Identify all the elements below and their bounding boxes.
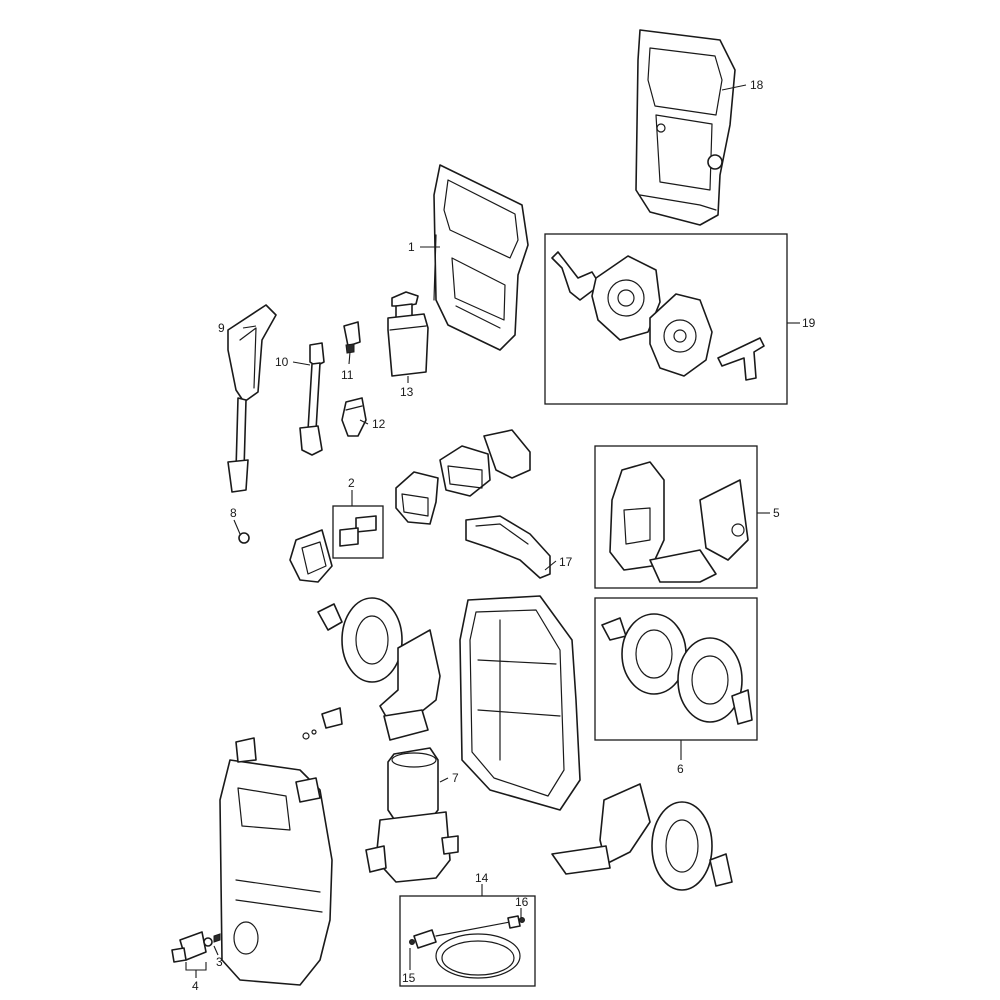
callout-8: 8 bbox=[230, 506, 237, 520]
callout-16: 16 bbox=[515, 895, 529, 909]
left-wheel-assembly bbox=[302, 597, 441, 741]
callout-11: 11 bbox=[341, 368, 354, 382]
callout-5: 5 bbox=[773, 506, 780, 520]
callout-6: 6 bbox=[677, 762, 684, 776]
box-part-5 bbox=[594, 445, 758, 589]
lower-wheel-assembly bbox=[551, 783, 733, 891]
callout-17: 17 bbox=[559, 555, 573, 569]
main-body-housing bbox=[219, 737, 333, 986]
callout-3: 3 bbox=[216, 955, 223, 969]
part-19-hose-reel bbox=[551, 251, 765, 381]
callout-12: 12 bbox=[372, 417, 386, 431]
box-part-14 bbox=[399, 895, 536, 987]
callout-19: 19 bbox=[802, 316, 816, 330]
part-13-foam-bottle bbox=[387, 291, 429, 377]
part-6-wheels bbox=[601, 613, 753, 725]
part-10-lance bbox=[299, 342, 325, 456]
switch-housing bbox=[395, 429, 531, 525]
callout-9: 9 bbox=[218, 321, 225, 335]
part-11-nozzle bbox=[343, 321, 361, 354]
part-8-o-ring bbox=[238, 532, 250, 544]
cover-bezel bbox=[289, 529, 333, 583]
leader-lines bbox=[185, 84, 800, 978]
box-part-2 bbox=[332, 505, 384, 559]
part-5-brackets bbox=[609, 461, 749, 583]
part-18-handle-frame bbox=[635, 29, 736, 226]
callout-15: 15 bbox=[402, 971, 416, 985]
box-part-19 bbox=[544, 233, 788, 405]
callout-7: 7 bbox=[452, 771, 459, 785]
part-1-front-frame bbox=[433, 164, 529, 351]
callout-14: 14 bbox=[475, 871, 489, 885]
part-7-pump-motor bbox=[365, 747, 459, 883]
part-9-spray-gun bbox=[227, 304, 277, 493]
part-17-switch-bracket bbox=[465, 515, 551, 579]
callout-1: 1 bbox=[408, 240, 415, 254]
callout-labels: 18 1 9 10 11 13 12 2 8 17 5 19 6 7 14 16… bbox=[192, 78, 816, 993]
callout-4: 4 bbox=[192, 979, 199, 993]
part-14-hose bbox=[409, 915, 525, 979]
part-3-4-inlet-coupling bbox=[171, 931, 221, 963]
part-12-adjustable-nozzle bbox=[341, 397, 367, 437]
callout-10: 10 bbox=[275, 355, 289, 369]
main-chassis bbox=[459, 595, 581, 811]
callout-18: 18 bbox=[750, 78, 764, 92]
box-part-6 bbox=[594, 597, 758, 741]
callout-2: 2 bbox=[348, 476, 355, 490]
callout-13: 13 bbox=[400, 385, 414, 399]
part-2-buttons bbox=[339, 515, 377, 547]
